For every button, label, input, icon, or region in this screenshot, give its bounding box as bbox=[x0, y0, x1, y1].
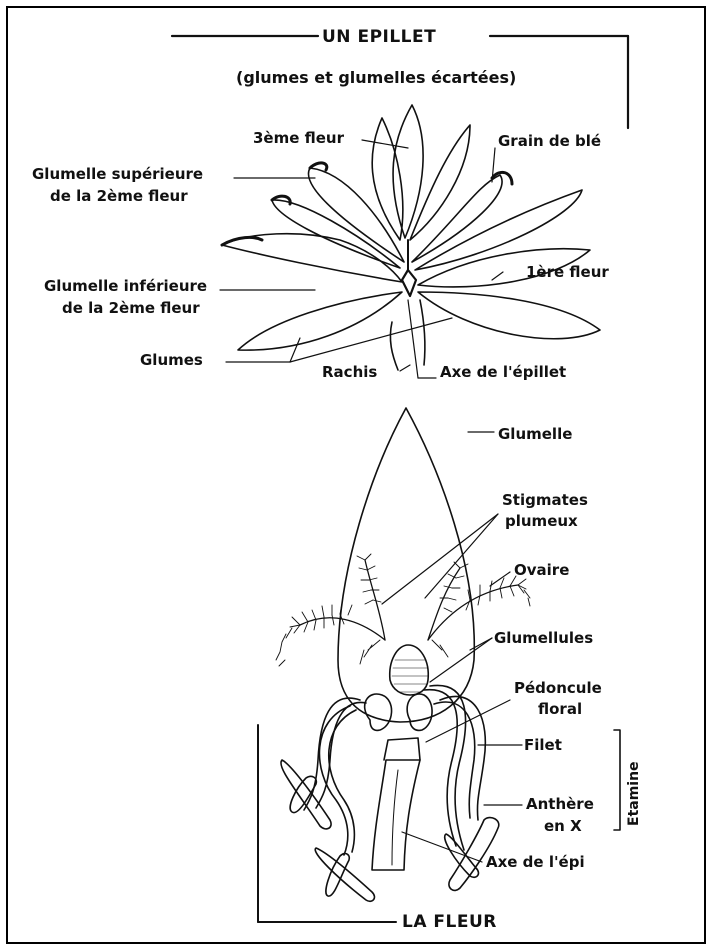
flower-title: LA FLEUR bbox=[402, 912, 497, 932]
label-etamine: Etamine bbox=[626, 761, 642, 826]
label-spikelet-axis: Axe de l'épillet bbox=[440, 362, 566, 382]
label-stigmates-line2: plumeux bbox=[505, 511, 578, 531]
label-first-flower: 1ère fleur bbox=[526, 262, 609, 282]
spikelet-title: UN EPILLET bbox=[322, 27, 436, 47]
flower-drawing bbox=[258, 408, 620, 922]
rachis-shape bbox=[390, 322, 398, 370]
label-lower-lemma-line2: de la 2ème fleur bbox=[62, 298, 200, 318]
label-pedoncule-line1: Pédoncule bbox=[514, 678, 602, 698]
label-upper-lemma-line2: de la 2ème fleur bbox=[50, 186, 188, 206]
label-axe-epi: Axe de l'épi bbox=[486, 852, 585, 872]
label-third-flower: 3ème fleur bbox=[253, 128, 344, 148]
spikelet-subtitle: (glumes et glumelles écartées) bbox=[236, 68, 516, 88]
label-rachis: Rachis bbox=[322, 362, 377, 382]
label-lower-lemma-line1: Glumelle inférieure bbox=[44, 276, 207, 296]
label-glumelle: Glumelle bbox=[498, 424, 572, 444]
ovary-shape bbox=[390, 645, 429, 695]
ear-axis bbox=[372, 760, 420, 870]
label-pedoncule-line2: floral bbox=[538, 699, 582, 719]
anther-left-bottom bbox=[315, 848, 374, 901]
label-upper-lemma-line1: Glumelle supérieure bbox=[32, 164, 203, 184]
lower-lemma-shape bbox=[222, 234, 402, 282]
label-stigmates-line1: Stigmates bbox=[502, 490, 588, 510]
label-anthere-line1: Anthère bbox=[526, 794, 594, 814]
label-filet: Filet bbox=[524, 735, 562, 755]
spikelet-axis bbox=[402, 270, 416, 296]
label-glumes: Glumes bbox=[140, 350, 203, 370]
glume-right bbox=[418, 292, 600, 339]
glumellules-shape bbox=[365, 694, 392, 730]
label-ovaire: Ovaire bbox=[514, 560, 569, 580]
label-anthere-line2: en X bbox=[544, 816, 582, 836]
glume-left bbox=[238, 292, 402, 350]
label-glumellules: Glumellules bbox=[494, 628, 593, 648]
label-grain: Grain de blé bbox=[498, 131, 601, 151]
